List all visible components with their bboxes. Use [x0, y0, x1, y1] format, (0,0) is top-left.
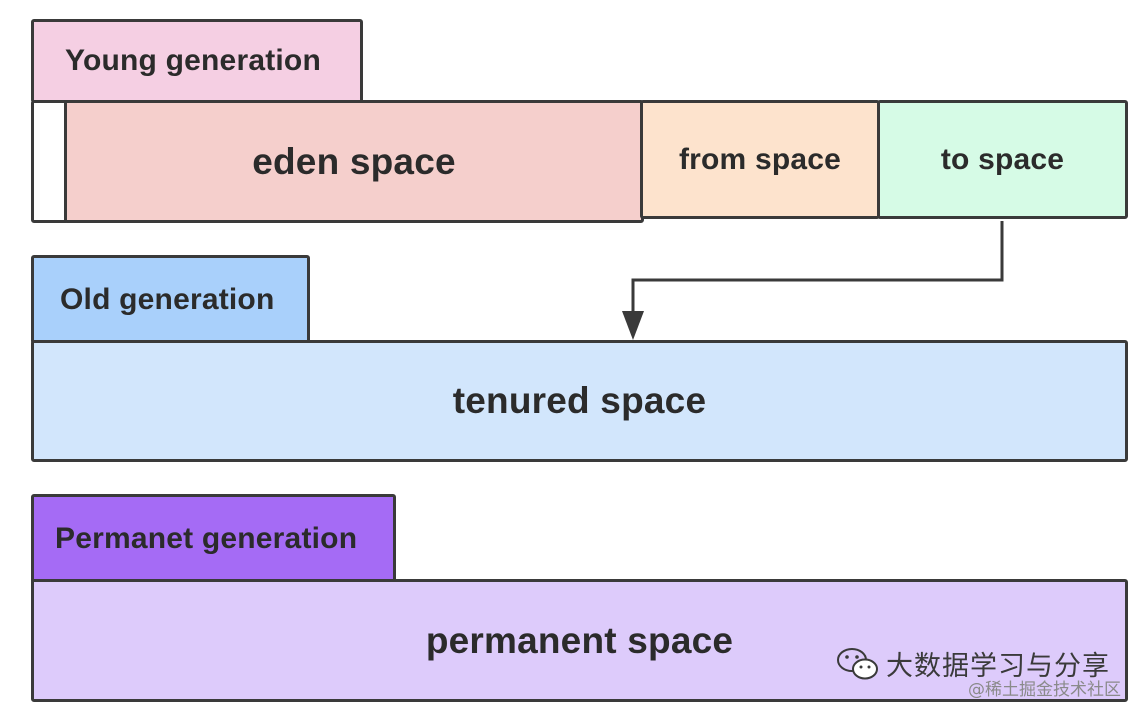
eden-space: eden space [64, 100, 644, 223]
permanent-space: permanent space [31, 579, 1128, 702]
tenured-space: tenured space [31, 340, 1128, 462]
to-space: to space [877, 100, 1128, 219]
young-generation-label: Young generation [31, 19, 363, 103]
wechat-icon [837, 647, 878, 679]
watermark-title: 大数据学习与分享 [886, 651, 1110, 682]
old-generation-label: Old generation [31, 255, 310, 344]
from-space: from space [640, 100, 880, 219]
permanent-generation-label: Permanet generation [31, 494, 396, 584]
watermark-subtitle: @稀土掘金技术社区 [968, 680, 1121, 700]
watermark: 大数据学习与分享 [836, 644, 1110, 683]
